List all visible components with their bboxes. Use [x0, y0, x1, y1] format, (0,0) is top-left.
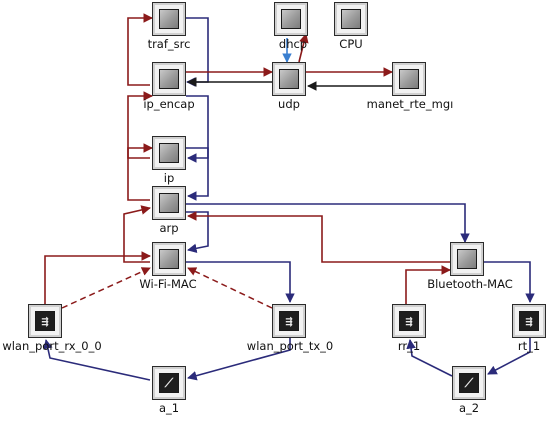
link-rr1-to-bluetooth[interactable] [405, 265, 451, 304]
link-udp-to-dhcp[interactable] [298, 33, 309, 63]
link-ip-to-ip-encap[interactable] [127, 91, 153, 159]
cpu-label: CPU [339, 37, 363, 51]
wlan-port-rx-0-label: wlan_port_rx_0_0 [2, 339, 102, 353]
transmitter-icon: ⇶ [525, 314, 533, 328]
link-wifi-to-arp[interactable] [123, 205, 151, 263]
traf-src-module[interactable] [152, 2, 186, 36]
arp-label: arp [159, 221, 179, 235]
stat-wire-tx-to-wifi[interactable] [187, 267, 273, 309]
rt-1-transmitter[interactable]: ⇶ [512, 304, 546, 338]
link-arp-to-wifi[interactable] [186, 211, 209, 254]
bluetooth-mac-label: Bluetooth-MAC [427, 277, 513, 291]
wlan-port-rx-0-receiver[interactable]: ⇶ [28, 304, 62, 338]
rr-1-receiver[interactable]: ⇶ [392, 304, 426, 338]
wlan-port-tx-0-transmitter[interactable]: ⇶ [272, 304, 306, 338]
link-wifi-to-tx[interactable] [186, 261, 295, 303]
link-rt1-to-a2[interactable] [487, 338, 531, 375]
link-tx-to-a1[interactable] [187, 338, 291, 381]
link-ip-encap-to-traf-src[interactable] [127, 13, 153, 86]
link-arp-to-bluetooth[interactable] [186, 203, 470, 243]
cpu-module[interactable] [334, 2, 368, 36]
wlan-port-tx-0-label: wlan_port_tx_0 [246, 339, 334, 353]
stat-wire-rx-to-wifi[interactable] [61, 267, 151, 309]
a-2-label: a_2 [458, 401, 480, 415]
dhcp-module[interactable] [274, 2, 308, 36]
manet-rte-mgr-module[interactable] [392, 62, 426, 96]
ip-encap-label: ip_encap [143, 97, 195, 111]
link-bluetooth-to-rt1[interactable] [484, 261, 535, 303]
ip-module[interactable] [152, 136, 186, 170]
link-a2-to-rr1[interactable] [406, 339, 453, 377]
wifi-mac-label: Wi-Fi-MAC [139, 277, 197, 291]
link-arp-to-ip[interactable] [127, 143, 153, 201]
antenna-icon: ⟋ [464, 376, 474, 390]
manet-rte-mgr-label: manet_rte_mgı [366, 97, 454, 111]
link-rx-to-wifi[interactable] [44, 251, 151, 304]
bluetooth-mac-module[interactable] [450, 242, 484, 276]
link-bluetooth-to-arp[interactable] [187, 211, 450, 263]
rr-1-label: rr_1 [397, 339, 421, 353]
antenna-icon: ⟋ [164, 376, 174, 390]
receiver-icon: ⇶ [41, 314, 49, 328]
transmitter-icon: ⇶ [285, 314, 293, 328]
arp-module[interactable] [152, 186, 186, 220]
ip-encap-module[interactable] [152, 62, 186, 96]
a-1-antenna[interactable]: ⟋ [152, 366, 186, 400]
link-a1-to-rx[interactable] [43, 339, 151, 381]
receiver-icon: ⇶ [405, 314, 413, 328]
rt-1-label: rt_1 [517, 339, 541, 353]
a-2-antenna[interactable]: ⟋ [452, 366, 486, 400]
traf-src-label: traf_src [147, 37, 191, 51]
a-1-label: a_1 [158, 401, 180, 415]
dhcp-label: dhcp [278, 37, 308, 51]
ip-label: ip [163, 171, 175, 185]
udp-module[interactable] [272, 62, 306, 96]
link-ip-encap-to-ip[interactable] [186, 95, 209, 163]
udp-label: udp [278, 97, 300, 111]
wifi-mac-module[interactable] [152, 242, 186, 276]
link-ip-to-arp[interactable] [186, 147, 209, 201]
